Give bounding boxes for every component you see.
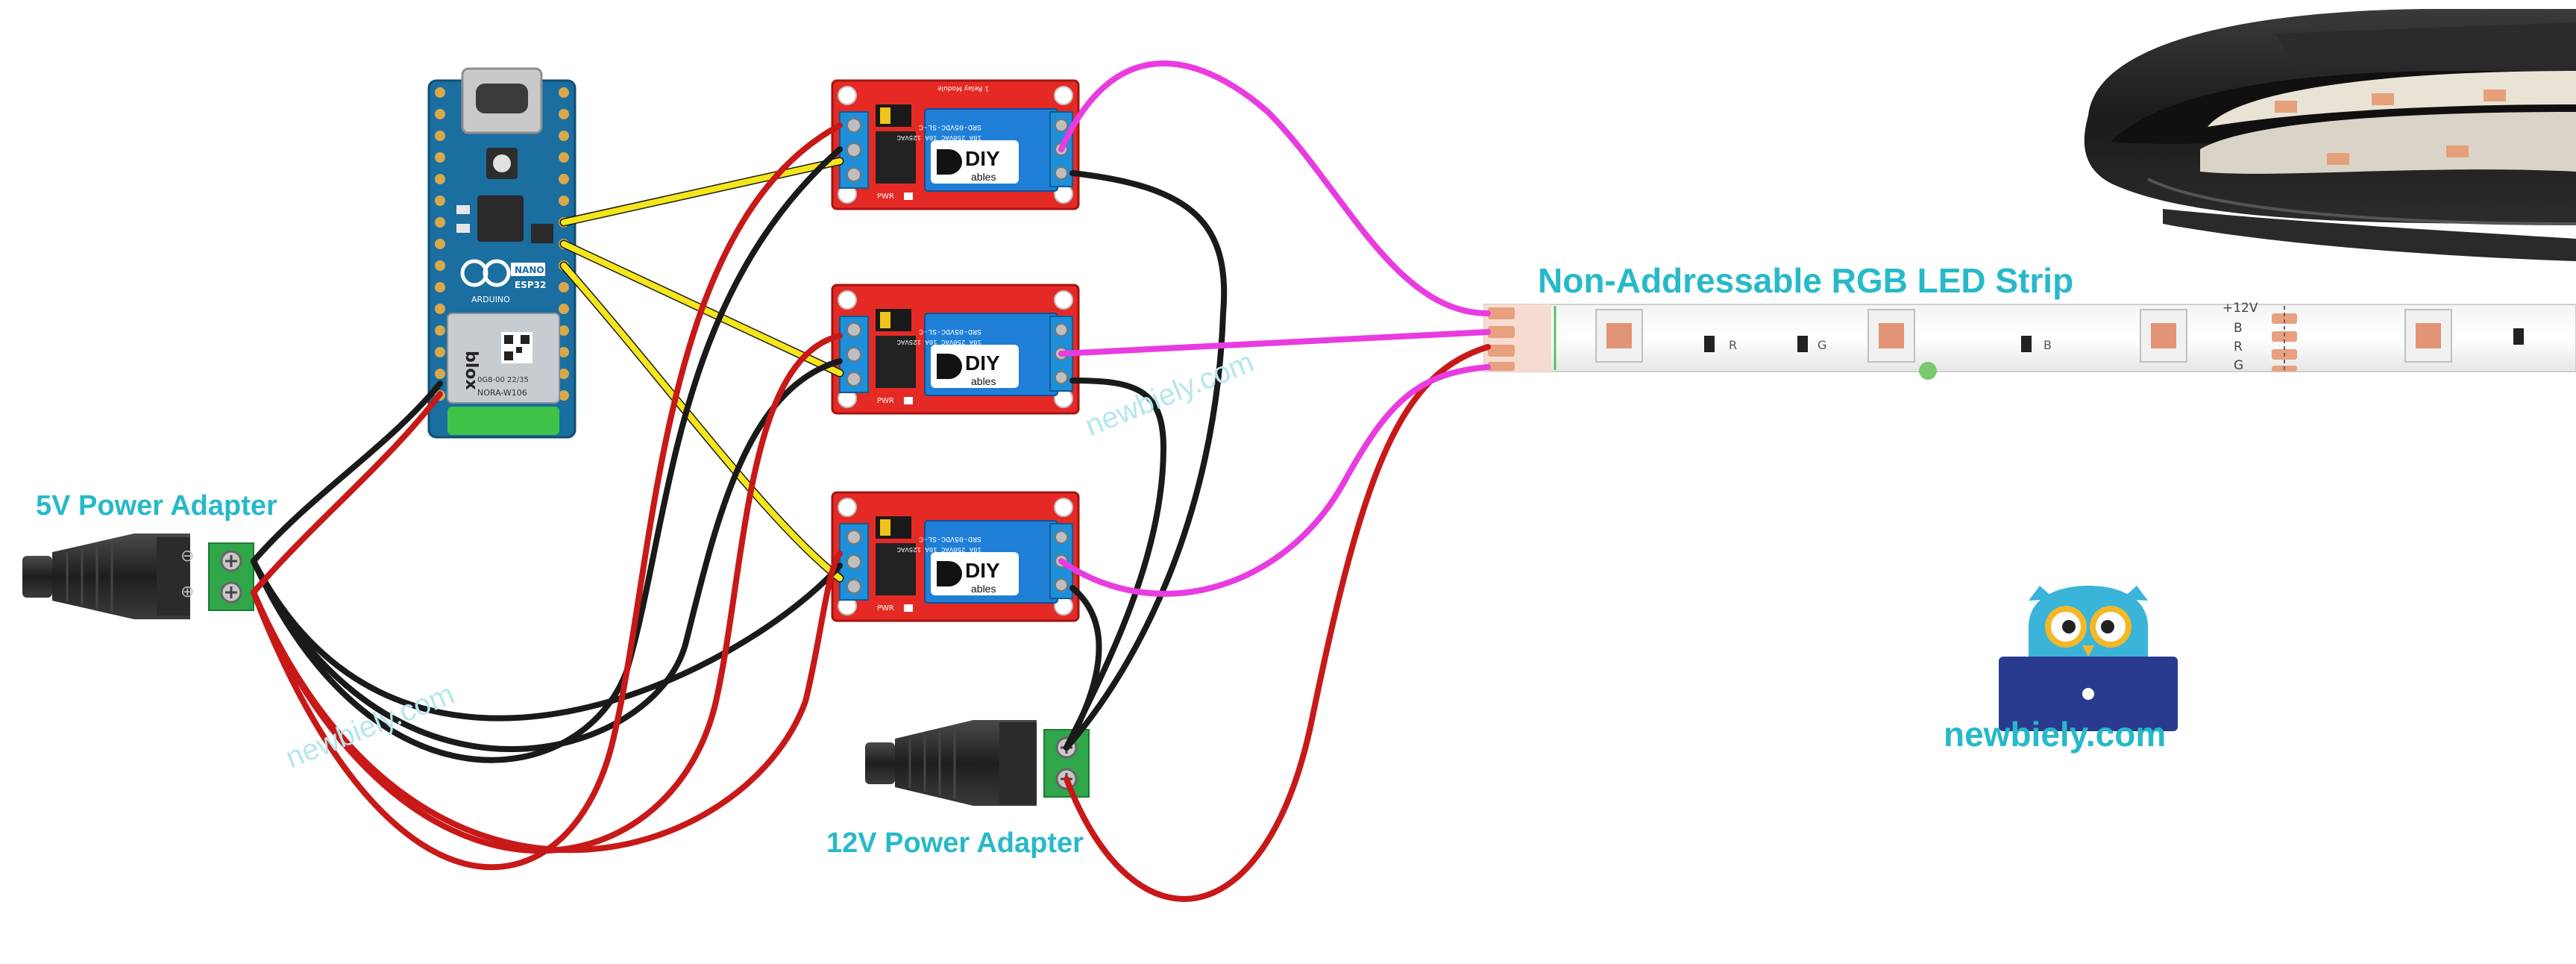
pwr-label: PWR [877,397,894,405]
label-12v-adapter: 12V Power Adapter [826,827,1084,859]
resistor-label: G [1818,338,1826,352]
relay-spec: 10A 250VAC 10A 125VAC [896,338,981,345]
strip-cut-pads [2272,306,2297,372]
arduino-brand: ARDUINO [471,295,510,304]
led-wires [1058,60,1491,597]
led-strip: R G B +12V B R G [1483,301,2576,380]
module-name: NORA-W106 [477,388,527,398]
label-5v-adapter: 5V Power Adapter [36,490,277,522]
newbiely-logo-text: newbiely.com [1944,715,2166,754]
resistor-label: B [2043,338,2052,352]
diyables-brand: DIY [965,559,1000,582]
strip-resistors: R G B [1704,328,2524,352]
watermark: newbiely.com [1081,345,1258,442]
chip [477,195,524,242]
relay-module-1: SRD-05VDC-SL-C 10A 250VAC 10A 125VAC DIY… [831,79,1080,210]
relay-spec: SRD-05VDC-SL-C [919,327,981,335]
ublox-brand: blox [462,351,480,390]
ground-wires [251,146,1228,763]
newbiely-logo [1999,586,2178,731]
resistor-label: R [1729,338,1737,352]
arduino-nano-esp32: ARDUINO NANO ESP32 blox 0G8-00 22/35 NOR… [427,67,577,439]
relay-spec: SRD-05VDC-SL-C [919,534,981,542]
arduino-logo: ARDUINO NANO ESP32 [460,259,546,304]
power-adapter-12v [865,720,1090,806]
antenna [447,407,559,435]
module-code: 0G8-00 22/35 [477,376,529,384]
relay-spec: 10A 250VAC 10A 125VAC [896,134,981,141]
rgb-led-chips [1595,309,2452,363]
svg-text:⊖: ⊖ [180,547,194,566]
strip-pin-label: G [2234,358,2243,373]
strip-pin-label: B [2234,321,2243,336]
left-header-pins [435,87,445,401]
power-wires [251,122,1491,902]
pwr-label: PWR [877,193,894,201]
diyables-brand-sub: ables [971,171,996,183]
strip-solder-pads [1488,307,1515,371]
power-adapter-5v: ⊖ ⊕ [22,533,254,619]
pwr-label: PWR [877,604,894,613]
svg-text:⊕: ⊕ [180,583,194,601]
strip-pin-label: R [2234,339,2243,354]
diyables-brand-sub: ables [971,375,996,387]
relay-module-3: SRD-05VDC-SL-C 10A 250VAC 10A 125VAC DIY… [831,491,1080,622]
wires [251,60,1491,902]
relay-module-2: SRD-05VDC-SL-C 10A 250VAC 10A 125VAC DIY… [831,284,1080,415]
board-model-2: ESP32 [515,280,546,290]
relay-title: 1 Relay Module [937,84,989,92]
diyables-brand: DIY [965,147,1000,170]
strip-pin-labels: +12V B R G [2222,301,2258,373]
diyables-brand-sub: ables [971,583,996,595]
relay-spec: 10A 250VAC 10A 125VAC [896,545,981,553]
strip-marker [1919,362,1937,380]
led-strip-reel [2084,9,2576,261]
relay-spec: SRD-05VDC-SL-C [919,122,981,131]
board-model-1: NANO [515,265,544,275]
label-led-strip: Non-Addressable RGB LED Strip [1538,261,2073,300]
diyables-brand: DIY [965,351,1000,375]
strip-pin-label: +12V [2222,301,2258,316]
